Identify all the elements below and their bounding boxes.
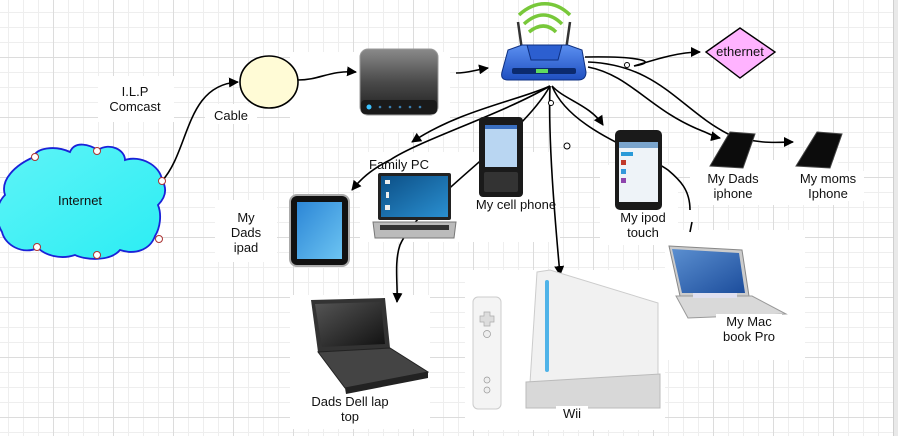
edge-router-ipod[interactable] — [551, 85, 604, 126]
label-dads-ipad-line3: ipad — [233, 240, 259, 255]
ipod-icon — [615, 130, 662, 210]
node-dads-iphone[interactable] — [709, 131, 756, 169]
node-router[interactable] — [501, 2, 587, 81]
node-dell-laptop[interactable] — [311, 298, 430, 394]
laptop-icon — [372, 173, 457, 239]
node-moms-iphone[interactable] — [795, 131, 843, 169]
label-macbook-line2: book Pro — [722, 329, 776, 344]
label-internet: Internet — [57, 193, 103, 208]
edge-router-dads-iphone[interactable] — [587, 66, 721, 142]
label-family-pc: Family PC — [369, 157, 429, 172]
label-isp: I.L.P Comcast — [104, 84, 166, 114]
node-wii[interactable] — [472, 269, 661, 410]
tablet-icon — [289, 194, 350, 267]
edge-router-moms-iphone[interactable] — [587, 61, 794, 148]
modem-icon — [359, 48, 439, 116]
node-internet[interactable] — [0, 143, 167, 260]
label-macbook: My Mac book Pro — [716, 314, 782, 344]
label-isp-line2: Comcast — [109, 99, 161, 114]
label-cable: Cable — [208, 108, 254, 123]
label-dell-line1: Dads Dell lap — [311, 394, 389, 409]
edge-router-dads-ipad[interactable] — [351, 85, 551, 191]
label-ipod-line1: My ipod — [620, 210, 666, 225]
cell-phone-icon — [479, 117, 523, 197]
label-ipod-line2: touch — [627, 225, 659, 240]
label-dads-iphone-line1: My Dads — [707, 171, 759, 186]
edge-router-family-pc[interactable] — [411, 85, 551, 143]
label-dell-laptop: Dads Dell lap top — [296, 394, 404, 424]
node-ipod-touch[interactable] — [615, 130, 662, 210]
label-moms-iphone-line2: Iphone — [808, 186, 848, 201]
node-modem[interactable] — [359, 48, 439, 116]
selection-handles[interactable] — [31, 147, 166, 259]
label-dads-ipad-line1: My — [237, 210, 255, 225]
edge-router-ethernet[interactable] — [584, 47, 701, 67]
node-dads-ipad[interactable] — [289, 194, 350, 267]
edge-router-wii[interactable] — [548, 85, 565, 276]
label-dads-ipad-line2: Dads — [230, 225, 262, 240]
label-dell-line2: top — [340, 409, 360, 424]
label-wii: Wii — [556, 406, 588, 421]
node-ethernet[interactable] — [704, 27, 777, 79]
node-family-pc[interactable] — [372, 173, 457, 239]
smartphone-icon — [795, 131, 843, 169]
connector-hop — [624, 62, 630, 68]
game-console-icon — [472, 269, 661, 410]
label-dads-ipad: My Dads ipad — [222, 210, 270, 255]
node-macbook[interactable] — [668, 245, 788, 319]
edge-cable-modem[interactable] — [297, 66, 357, 81]
node-cable[interactable] — [239, 55, 299, 109]
edge-modem-router[interactable] — [455, 64, 489, 75]
laptop-icon — [668, 245, 788, 319]
connector-hop — [563, 142, 571, 150]
label-dads-iphone: My Dads iphone — [700, 171, 766, 201]
label-ethernet: ethernet — [716, 44, 764, 59]
label-dads-iphone-line2: iphone — [713, 186, 753, 201]
smartphone-icon — [709, 131, 756, 169]
label-moms-iphone-line1: My moms — [799, 171, 857, 186]
node-cell-phone[interactable] — [479, 117, 523, 197]
edge-internet-cable[interactable] — [161, 77, 239, 182]
label-macbook-line1: My Mac — [726, 314, 772, 329]
connector-hop — [548, 100, 554, 106]
wireless-router-icon — [501, 2, 587, 81]
label-moms-iphone: My moms Iphone — [792, 171, 864, 201]
label-cell-phone: My cell phone — [475, 197, 557, 212]
laptop-icon — [311, 298, 430, 394]
vertical-scrollbar[interactable] — [893, 0, 898, 436]
label-isp-line1: I.L.P — [121, 84, 149, 99]
label-ipod-touch: My ipod touch — [612, 210, 674, 240]
